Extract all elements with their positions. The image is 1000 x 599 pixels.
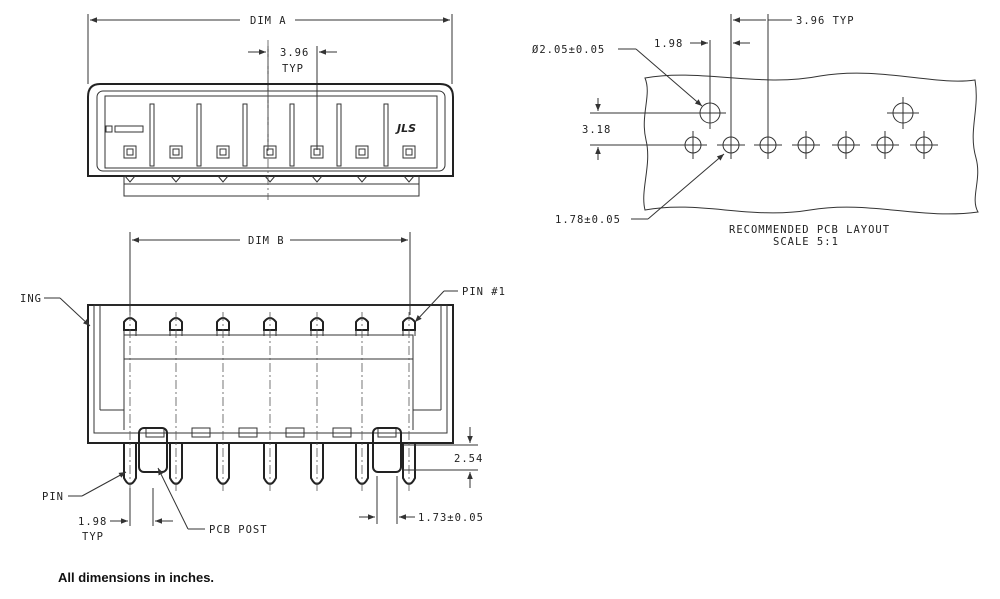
pcb-post-right xyxy=(372,427,402,473)
front-contact-inner-1 xyxy=(126,148,134,156)
base-tab-4 xyxy=(285,427,305,438)
front-contact-1 xyxy=(123,145,137,159)
front-notch-7 xyxy=(403,175,415,183)
base-tab-5 xyxy=(332,427,352,438)
front-notch-4 xyxy=(264,175,276,183)
side-view: DIM B ING PIN #1 PIN 1.98 TY xyxy=(20,232,506,543)
front-divider-5 xyxy=(336,103,342,167)
front-contact-inner-7 xyxy=(405,148,413,156)
post-width-value: 1.73±0.05 xyxy=(418,512,484,524)
front-contact-inner-6 xyxy=(358,148,366,156)
front-slots xyxy=(123,40,416,200)
front-divider-4 xyxy=(289,103,295,167)
front-notch-3 xyxy=(217,175,229,183)
pin-spacing-value: 1.98 xyxy=(78,516,107,528)
pcb-post-label: PCB POST xyxy=(209,524,268,536)
front-notch-2 xyxy=(170,175,182,183)
pcb-layout-title: RECOMMENDED PCB LAYOUT xyxy=(729,224,890,236)
front-pitch-value: 3.96 xyxy=(280,47,309,59)
pin-tip-2 xyxy=(169,317,183,331)
pin-tip-5 xyxy=(310,317,324,331)
pin-spacing-typ: TYP xyxy=(82,531,104,543)
pin-tip-3 xyxy=(216,317,230,331)
pin-tip-1 xyxy=(123,317,137,331)
pcb-layout-scale: SCALE 5:1 xyxy=(773,236,839,248)
pcb-hole-dia: Ø2.05±0.05 xyxy=(532,44,605,56)
front-contact-3 xyxy=(216,145,230,159)
pcb-pin-hole-dia: 1.78±0.05 xyxy=(555,214,621,226)
front-pitch-typ: TYP xyxy=(282,63,304,75)
front-contact-4 xyxy=(263,145,277,159)
front-contact-2 xyxy=(169,145,183,159)
front-divider-2 xyxy=(196,103,202,167)
pcb-layout: 3.96 TYP 1.98 Ø2.05±0.05 3.18 1.78±0.05 … xyxy=(532,14,979,248)
front-contact-5 xyxy=(310,145,324,159)
front-view: DIM A 3.96 TYP JLS xyxy=(87,14,454,200)
front-divider-1 xyxy=(149,103,155,167)
pcb-holes xyxy=(679,97,938,159)
pcb-post-left xyxy=(138,427,168,473)
dim-b-label: DIM B xyxy=(248,235,285,247)
pin-tip-6 xyxy=(355,317,369,331)
front-divider-3 xyxy=(242,103,248,167)
front-contact-inner-2 xyxy=(172,148,180,156)
front-contact-6 xyxy=(355,145,369,159)
base-tab-3 xyxy=(238,427,258,438)
housing-label: ING xyxy=(20,293,42,305)
pcb-row-gap: 3.18 xyxy=(582,124,611,136)
footer-note: All dimensions in inches. xyxy=(58,570,215,585)
front-divider-6 xyxy=(383,103,389,167)
front-logo: JLS xyxy=(395,122,416,135)
pin1-label: PIN #1 xyxy=(462,286,506,298)
dim-a-label: DIM A xyxy=(250,15,287,27)
front-contact-inner-3 xyxy=(219,148,227,156)
front-notch-6 xyxy=(356,175,368,183)
pin-label: PIN xyxy=(42,491,64,503)
part-number-mark xyxy=(114,125,144,133)
base-tab-2 xyxy=(191,427,211,438)
pin-tip-4 xyxy=(263,317,277,331)
post-height-value: 2.54 xyxy=(454,453,483,465)
front-contact-7 xyxy=(402,145,416,159)
pcb-offset-value: 1.98 xyxy=(654,38,683,50)
front-notch-1 xyxy=(124,175,136,183)
front-contact-inner-4 xyxy=(266,148,274,156)
front-contact-inner-5 xyxy=(313,148,321,156)
polarity-mark xyxy=(105,125,113,133)
pcb-pitch-typ: 3.96 TYP xyxy=(796,15,855,27)
front-notch-5 xyxy=(311,175,323,183)
